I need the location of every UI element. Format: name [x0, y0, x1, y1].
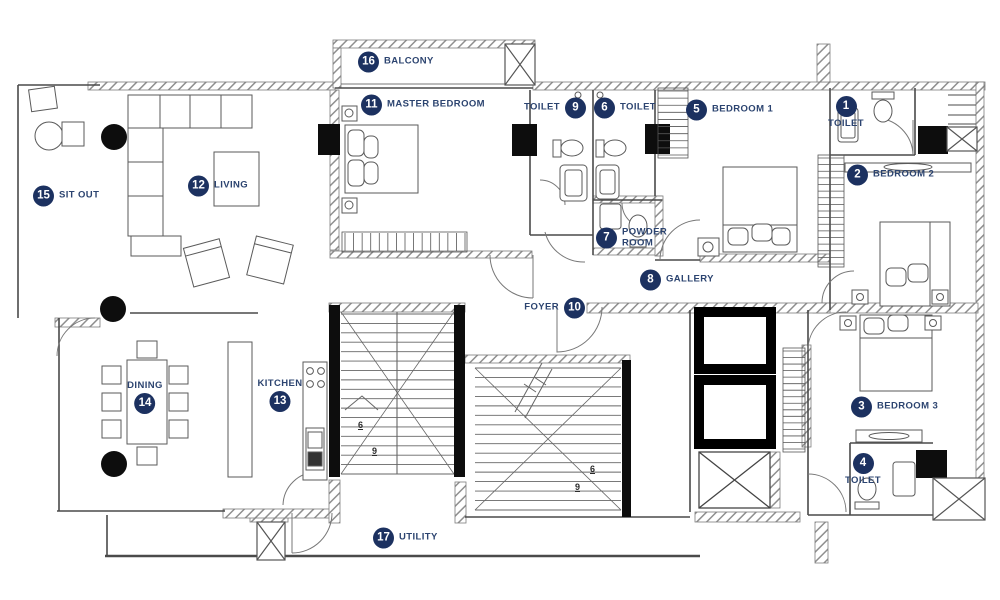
room-marker-gallery: 8 GALLERY: [640, 269, 714, 291]
room-number-badge: 17: [373, 527, 394, 549]
room-marker-powder-room: 7 POWDER ROOM: [596, 226, 676, 249]
stair-note: 9: [575, 482, 581, 492]
room-marker-bedroom-2: 2 BEDROOM 2: [847, 164, 935, 186]
bedroom1-bed: [722, 166, 798, 253]
sitout-table: [34, 121, 64, 151]
room-number-badge: 15: [33, 185, 54, 207]
stair-note: 6: [358, 420, 364, 430]
room-label: FOYER: [524, 301, 559, 313]
toilet6-fixtures: [595, 91, 627, 200]
nightstand: [341, 105, 358, 122]
room-label: KITCHEN: [257, 378, 303, 389]
room-label: SIT OUT: [59, 189, 100, 201]
room-marker-sit-out: 15 SIT OUT: [33, 185, 100, 207]
nightstand: [697, 237, 720, 257]
lift-shaft-2: [694, 375, 776, 449]
room-number-badge: 5: [686, 99, 707, 121]
powder-fixtures: [599, 203, 648, 248]
room-marker-toilet-1: 1 TOILET: [828, 96, 864, 129]
toilet9-fixtures: [552, 91, 588, 202]
lift-shaft-1: [694, 307, 776, 374]
room-marker-bedroom-1: 5 BEDROOM 1: [686, 99, 774, 121]
room-label: MASTER BEDROOM: [387, 98, 485, 110]
room-label: TOILET: [523, 101, 560, 113]
lift-shafts: [694, 307, 776, 509]
room-label: TOILET: [620, 101, 657, 113]
nightstand: [341, 197, 358, 214]
staircase-2: [474, 362, 622, 511]
room-number-badge: 2: [847, 164, 868, 186]
furniture: [28, 85, 972, 510]
room-number-badge: 6: [594, 97, 615, 119]
room-number-badge: 8: [640, 269, 661, 291]
dining-table-set: [101, 340, 189, 466]
sitout-chair: [28, 85, 58, 113]
toilet4-fixtures: [854, 461, 916, 510]
armchair: [246, 235, 294, 285]
room-label: UTILITY: [399, 531, 438, 543]
room-number-badge: 13: [269, 391, 291, 413]
service-duct: [698, 451, 771, 509]
living-sofa: [127, 94, 253, 257]
kitchen-counter: [302, 361, 328, 481]
armchair: [182, 238, 231, 288]
room-number-badge: 11: [361, 94, 382, 116]
bedroom3-bed: [859, 314, 933, 392]
wardrobes-striped: [341, 87, 845, 453]
room-label: TOILET: [827, 118, 865, 129]
room-marker-bedroom-3: 3 BEDROOM 3: [851, 396, 939, 418]
room-marker-toilet-9: 9 TOILET: [523, 97, 586, 119]
room-label: GALLERY: [666, 273, 714, 285]
room-marker-dining: 14 DINING: [127, 380, 163, 415]
room-number-badge: 14: [134, 393, 156, 415]
kitchen-island: [227, 341, 253, 478]
room-marker-utility: 17 UTILITY: [373, 527, 438, 549]
room-marker-kitchen: 13 KITCHEN: [257, 378, 303, 413]
room-label: BEDROOM 1: [712, 103, 774, 115]
bedroom3-dresser: [855, 429, 923, 443]
room-label: LIVING: [214, 179, 249, 191]
room-number-badge: 9: [565, 97, 586, 119]
room-label: DINING: [127, 380, 163, 391]
room-label: TOILET: [844, 475, 882, 486]
toilet1-fixtures: [837, 91, 895, 143]
room-number-badge: 7: [596, 227, 617, 249]
structural-columns: [100, 124, 948, 517]
room-label: BEDROOM 3: [877, 400, 939, 412]
room-label: BALCONY: [384, 55, 434, 67]
room-marker-master-bedroom: 11 MASTER BEDROOM: [361, 94, 485, 116]
room-label: POWDER ROOM: [622, 226, 668, 248]
sitout-chair: [61, 121, 85, 147]
shaft-boxes: [256, 43, 986, 561]
room-number-badge: 16: [358, 51, 379, 73]
master-bed: [344, 124, 419, 194]
room-label: BEDROOM 2: [873, 168, 935, 180]
room-number-badge: 10: [564, 297, 585, 319]
room-marker-toilet-6: 6 TOILET: [594, 97, 657, 119]
wall-points: [839, 289, 949, 331]
room-marker-living: 12 LIVING: [188, 175, 249, 197]
stair-note: 6: [590, 464, 596, 474]
room-marker-toilet-4: 4 TOILET: [845, 453, 881, 486]
coffee-table: [213, 151, 260, 207]
room-number-badge: 4: [852, 453, 874, 474]
staircase-1: [340, 311, 455, 475]
room-marker-foyer: 10 FOYER: [524, 297, 585, 319]
room-number-badge: 3: [851, 396, 872, 418]
room-number-badge: 12: [188, 175, 209, 197]
stair-note: 9: [372, 446, 378, 456]
room-marker-balcony: 16 BALCONY: [358, 51, 434, 73]
room-number-badge: 1: [835, 96, 857, 117]
